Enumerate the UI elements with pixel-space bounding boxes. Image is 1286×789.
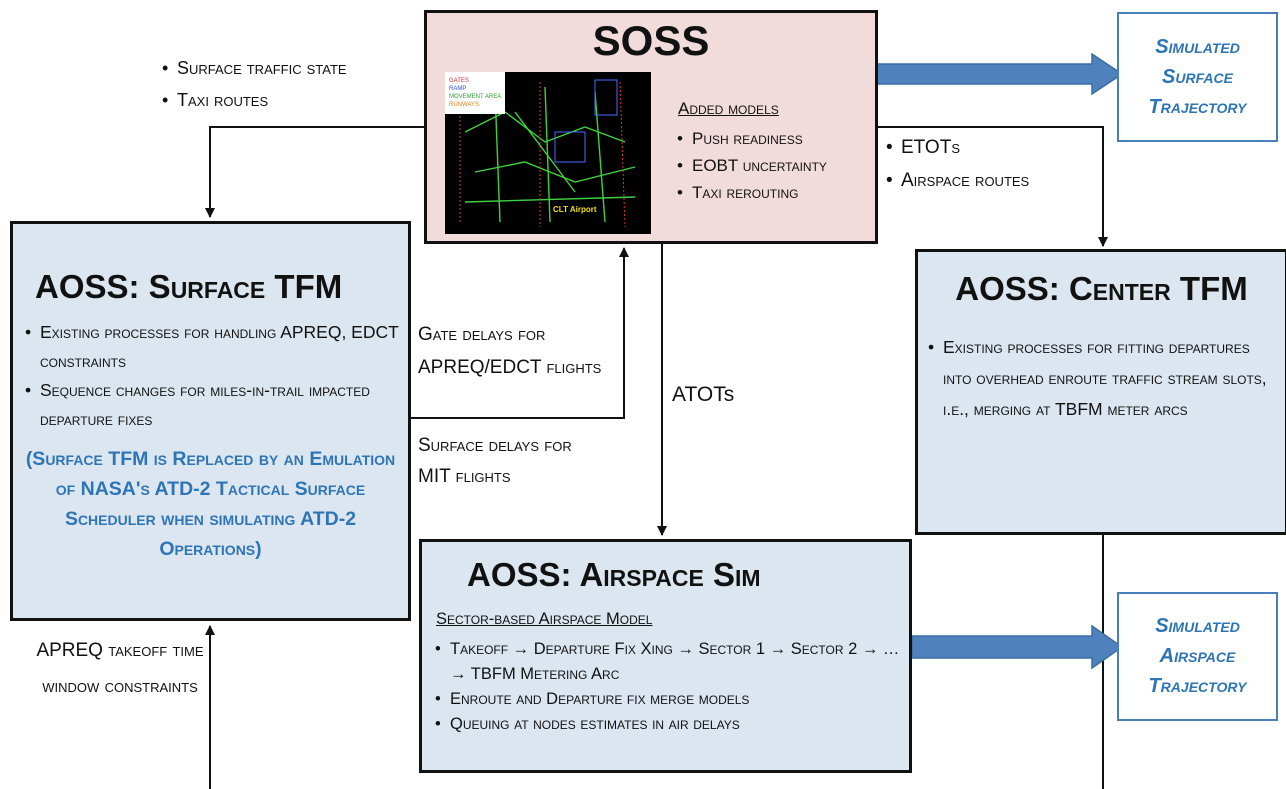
list-item: Taxi routes (162, 84, 347, 116)
center-tfm-title: AOSS: Center TFM (955, 270, 1248, 307)
arrow-surface-tfm-to-soss (411, 247, 629, 419)
simulated-airspace-trajectory-label: Simulated Airspace Trajectory (1148, 615, 1247, 697)
clt-airport-map: GATES RAMP MOVEMENT AREA RUNWAYS CLT Air… (445, 72, 651, 234)
big-arrow-surface-output (875, 52, 1124, 96)
list-item: Taxi rerouting (677, 179, 827, 206)
label-surface-delays: Surface delays for MIT flights (418, 435, 572, 487)
soss-title: SOSS (592, 17, 710, 64)
center-tfm-box: AOSS: Center TFM Existing processes for … (915, 249, 1286, 535)
list-item: Surface traffic state (162, 52, 347, 84)
label-apreq: APREQ takeoff time window constraints (36, 640, 204, 697)
surface-tfm-note: (Surface TFM is Replaced by an Emulation… (25, 448, 396, 560)
label-atots: ATOTs (672, 383, 735, 406)
list-item: Queuing at nodes estimates in air delays (435, 712, 905, 737)
map-legend-runways: RUNWAYS (449, 102, 479, 108)
list-item: Push readiness (677, 125, 827, 152)
label-gate-delays: Gate delays for APREQ/EDCT flights (418, 324, 602, 378)
list-item: Existing processes for fitting departure… (928, 332, 1278, 425)
big-arrow-airspace-output (911, 624, 1124, 670)
label-soss-to-surface: Surface traffic state Taxi routes (162, 52, 347, 116)
airport-map-graphic: GATES RAMP MOVEMENT AREA RUNWAYS CLT Air… (445, 72, 636, 228)
airspace-sim-box: AOSS: Airspace Sim Sector-based Airspace… (419, 539, 912, 773)
list-item: EOBT uncertainty (677, 152, 827, 179)
map-legend-gates: GATES (449, 78, 469, 84)
airspace-sim-subheading: Sector-based Airspace Model (436, 610, 653, 628)
list-item: Existing processes for handling APREQ, E… (25, 318, 405, 376)
simulated-surface-trajectory-box: Simulated Surface Trajectory (1117, 12, 1278, 142)
airspace-sim-bullets: Takeoff → Departure Fix Xing → Sector 1 … (435, 637, 905, 737)
airspace-sim-title: AOSS: Airspace Sim (467, 556, 761, 593)
map-airport-label: CLT Airport (553, 205, 597, 214)
center-tfm-bullets: Existing processes for fitting departure… (928, 332, 1278, 425)
surface-tfm-bullets: Existing processes for handling APREQ, E… (25, 318, 405, 434)
soss-models-list: Push readiness EOBT uncertainty Taxi rer… (677, 125, 827, 206)
surface-tfm-title: AOSS: Surface TFM (35, 268, 343, 305)
map-legend-movement: MOVEMENT AREA (449, 94, 501, 100)
list-item: Enroute and Departure fix merge models (435, 687, 905, 712)
soss-box: SOSS GATES RAMP M (424, 10, 878, 244)
soss-models-heading: Added models (678, 99, 779, 118)
arrow-soss-to-center-tfm (872, 126, 1108, 247)
label-soss-to-center: ETOTs Airspace routes (886, 131, 1029, 197)
simulated-surface-trajectory-label: Simulated Surface Trajectory (1148, 36, 1247, 118)
simulated-airspace-trajectory-box: Simulated Airspace Trajectory (1117, 592, 1278, 721)
list-item: Takeoff → Departure Fix Xing → Sector 1 … (435, 637, 905, 687)
arrow-soss-to-surface-tfm (205, 126, 424, 218)
map-legend-ramp: RAMP (449, 86, 466, 92)
list-item: ETOTs (886, 131, 1029, 164)
list-item: Sequence changes for miles-in-trail impa… (25, 376, 405, 434)
surface-tfm-box: AOSS: Surface TFM Existing processes for… (10, 221, 411, 621)
list-item: Airspace routes (886, 164, 1029, 197)
